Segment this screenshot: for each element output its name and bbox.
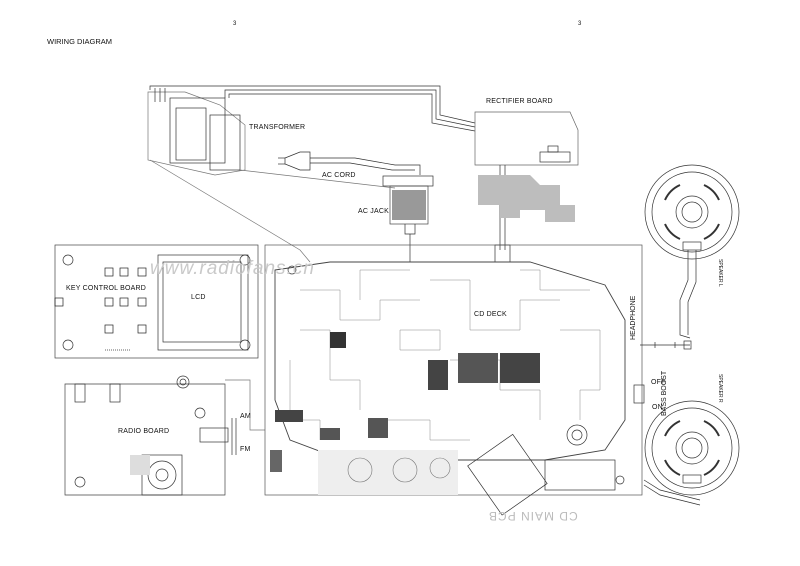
label-cd-main-pcb: CD MAIN PCB	[488, 509, 578, 523]
page-number-right: 3	[578, 21, 582, 27]
label-radio-board: RADIO BOARD	[118, 428, 170, 435]
label-transformer: TRANSFORMER	[249, 124, 306, 131]
label-cd-deck: CD DECK	[474, 311, 507, 318]
label-off: OFF	[651, 379, 666, 386]
watermark: www.radiofans.cn	[150, 258, 315, 279]
diagram-title: WIRING DIAGRAM	[47, 37, 112, 46]
label-speaker-l: SPEAKER L	[717, 259, 723, 287]
label-lcd: LCD	[191, 294, 206, 301]
label-headphone: HEADPHONE	[630, 295, 637, 340]
ac-cord-component	[278, 151, 421, 175]
label-am: AM	[240, 413, 251, 420]
headphone-jack-component	[640, 340, 692, 350]
label-fm: FM	[240, 446, 251, 453]
radio-board-component	[64, 375, 265, 496]
bass-boost-switch	[633, 384, 645, 404]
pcb-traces	[289, 269, 601, 441]
label-rectifier-board: RECTIFIER BOARD	[486, 98, 553, 105]
label-ac-jack: AC JACK	[358, 208, 389, 215]
label-speaker-r: SPEAKER R	[717, 374, 723, 403]
key-control-board-component	[54, 244, 259, 359]
label-key-control-board: KEY CONTROL BOARD	[66, 285, 147, 292]
page-number-left: 3	[233, 21, 237, 27]
transformer-component	[147, 88, 246, 176]
label-ac-cord: AC CORD	[322, 172, 356, 179]
label-on: ON	[652, 404, 663, 411]
speaker-r-component	[643, 400, 740, 506]
speaker-l-component	[644, 164, 740, 339]
rectifier-board-component	[474, 111, 579, 166]
